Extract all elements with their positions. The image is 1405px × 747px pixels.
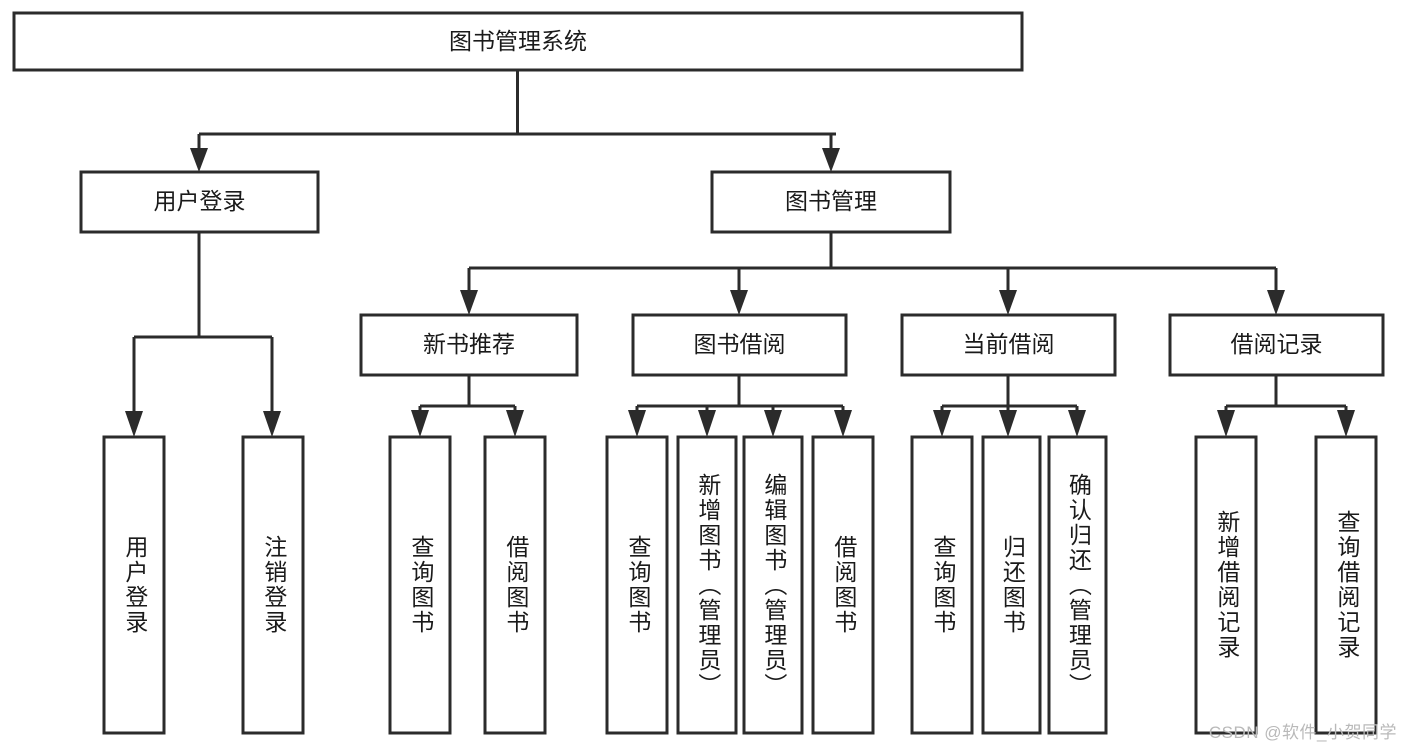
arrow-head-icon — [730, 290, 748, 315]
arrow-head-icon — [764, 410, 782, 437]
arrow-head-icon — [933, 410, 951, 437]
node-level3-label-current-borrow: 当前借阅 — [963, 331, 1055, 357]
arrow-head-icon — [698, 410, 716, 437]
connector-userlogin-to-leaves — [125, 232, 281, 437]
node-leaf-box-currentborrow-query[interactable] — [910, 435, 974, 735]
node-level3-box-book-borrow[interactable] — [631, 313, 848, 377]
node-root-box[interactable] — [12, 11, 1024, 72]
node-leaf-box-currentborrow-return[interactable] — [981, 435, 1042, 735]
arrow-head-icon — [411, 410, 429, 437]
arrow-head-icon — [506, 410, 524, 437]
node-leaf-box-bookborrow-add[interactable] — [676, 435, 738, 735]
connector-bookmgmt-to-level3 — [460, 232, 1285, 315]
connector-newbook-to-leaves — [411, 375, 524, 437]
arrow-head-icon — [1267, 290, 1285, 315]
node-level3-label-book-borrow: 图书借阅 — [694, 331, 786, 357]
arrow-head-icon — [999, 410, 1017, 437]
node-level2-box-book-management[interactable] — [710, 170, 952, 234]
arrow-head-icon — [460, 290, 478, 315]
node-leaf-box-user-login-login[interactable] — [102, 435, 166, 735]
node-level2-label-book-management: 图书管理 — [785, 188, 877, 214]
node-level2-label-user-login: 用户登录 — [154, 188, 246, 214]
connector-borrowrecord-to-leaves — [1217, 375, 1355, 437]
node-leaf-box-borrowrecord-add[interactable] — [1194, 435, 1258, 735]
node-level3-box-borrow-record[interactable] — [1168, 313, 1385, 377]
arrow-head-icon — [190, 148, 208, 172]
arrow-head-icon — [1068, 410, 1086, 437]
arrow-head-icon — [1337, 410, 1355, 437]
arrow-head-icon — [125, 411, 143, 437]
arrow-head-icon — [834, 410, 852, 437]
node-root-label: 图书管理系统 — [449, 28, 587, 54]
csdn-watermark: CSDN @软件_小贺同学 — [1208, 723, 1397, 742]
connector-root-to-level2 — [190, 70, 840, 172]
connector-currentborrow-to-leaves — [933, 375, 1086, 437]
arrow-head-icon — [822, 148, 840, 172]
node-level2-box-user-login[interactable] — [79, 170, 320, 234]
node-level3-label-borrow-record: 借阅记录 — [1231, 331, 1323, 357]
node-leaf-box-bookborrow-borrow[interactable] — [811, 435, 875, 735]
node-leaf-box-newbook-borrow[interactable] — [483, 435, 547, 735]
arrow-head-icon — [263, 411, 281, 437]
node-level3-box-current-borrow[interactable] — [900, 313, 1117, 377]
arrow-head-icon — [1217, 410, 1235, 437]
node-leaf-box-user-login-logout[interactable] — [241, 435, 305, 735]
arrow-head-icon — [999, 290, 1017, 315]
node-level3-box-new-book-recommend[interactable] — [359, 313, 579, 377]
node-level3-label-new-book-recommend: 新书推荐 — [423, 331, 515, 357]
node-leaf-box-borrowrecord-query[interactable] — [1314, 435, 1378, 735]
node-leaf-box-currentborrow-confirm[interactable] — [1047, 435, 1108, 735]
connector-bookborrow-to-leaves — [628, 375, 852, 437]
node-leaf-box-bookborrow-edit[interactable] — [742, 435, 804, 735]
arrow-head-icon — [628, 410, 646, 437]
node-leaf-box-bookborrow-query[interactable] — [605, 435, 669, 735]
node-leaf-box-newbook-query[interactable] — [388, 435, 452, 735]
